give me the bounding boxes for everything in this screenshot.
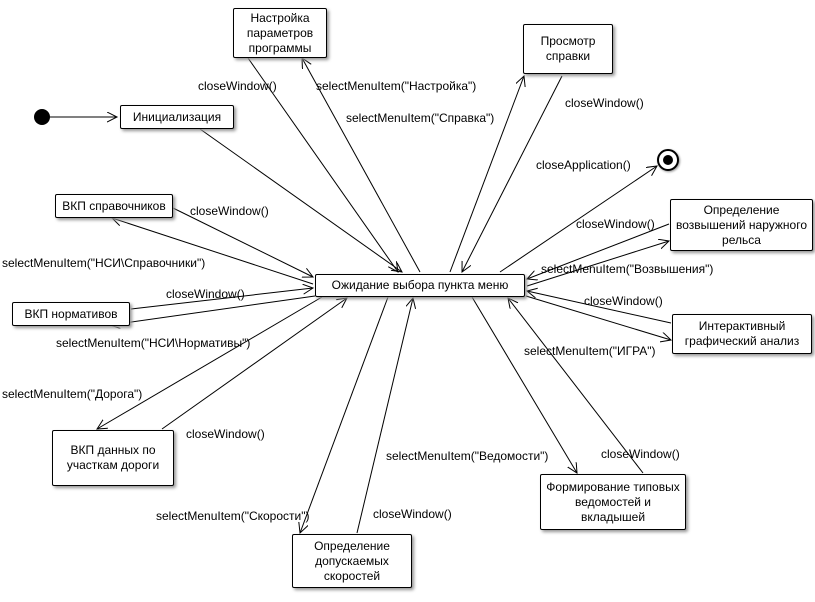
transition-label-close-spravochniki: closeWindow() <box>190 204 269 218</box>
initial-state-icon <box>34 109 50 125</box>
transition-label-select-settings: selectMenuItem("Настройка") <box>316 79 477 93</box>
transition-label-close-elevation: closeWindow() <box>576 217 655 231</box>
edge-select-settings <box>302 58 421 273</box>
edge-select-doroga <box>97 296 323 429</box>
transition-label-close-road-data: closeWindow() <box>186 427 265 441</box>
state-vkp-road-data: ВКП данных по участкам дороги <box>52 430 174 486</box>
edge-close-interactive <box>527 291 672 324</box>
state-report-forming: Формирование типовых ведомостей и вклады… <box>540 474 686 530</box>
edge-select-vedomosti <box>471 296 577 473</box>
transition-label-select-elevation: selectMenuItem("Возвышения") <box>541 262 714 276</box>
transition-label-close-application: closeApplication() <box>536 158 631 172</box>
edge-close-spravochniki <box>172 207 313 277</box>
edge-select-help <box>449 76 524 273</box>
transition-label-select-doroga: selectMenuItem("Дорога") <box>2 387 143 401</box>
state-vkp-spravochnikov: ВКП справочников <box>55 194 173 218</box>
edge-close-skorosti <box>356 298 413 534</box>
state-initialization: Инициализация <box>120 105 234 129</box>
transition-label-close-interactive: closeWindow() <box>584 294 663 308</box>
state-settings: Настройка параметров программы <box>233 8 327 58</box>
state-interactive-analysis: Интерактивный графический анализ <box>672 314 812 354</box>
state-wait-menu: Ожидание выбора пункта меню <box>315 274 525 297</box>
final-state-icon <box>657 149 679 171</box>
transition-label-close-settings: closeWindow() <box>198 79 277 93</box>
transition-label-select-skorosti: selectMenuItem("Скорости") <box>156 509 310 523</box>
edge-close-settings <box>247 57 398 272</box>
transition-label-select-spravochniki: selectMenuItem("НСИ\Справочники") <box>2 256 206 270</box>
transition-label-select-normativy: selectMenuItem("НСИ\Нормативы") <box>56 336 251 350</box>
edge-close-elevation <box>527 223 670 279</box>
state-speed-determination: Определение допускаемых скоростей <box>292 534 412 588</box>
state-help: Просмотр справки <box>523 24 613 74</box>
edge-select-elevation <box>526 241 669 287</box>
transition-label-close-normativy: closeWindow() <box>166 287 245 301</box>
transition-label-close-vedomosti: closeWindow() <box>601 447 680 461</box>
state-vkp-normativov: ВКП нормативов <box>12 302 130 326</box>
edge-select-spravochniki <box>112 218 314 285</box>
edge-close-road-data <box>161 298 347 430</box>
edge-select-skorosti <box>300 296 389 533</box>
transition-label-close-help: closeWindow() <box>565 96 644 110</box>
edge-close-normativy <box>130 288 313 310</box>
edge-select-igra <box>525 295 671 340</box>
transition-label-select-vedomosti: selectMenuItem("Ведомости") <box>386 449 549 463</box>
transition-label-close-skorosti: closeWindow() <box>373 507 452 521</box>
edge-close-vedomosti <box>508 298 644 474</box>
state-rail-elevation: Определение возвышений наружного рельса <box>670 199 813 251</box>
transition-label-select-help: selectMenuItem("Справка") <box>346 111 495 125</box>
transition-label-select-igra: selectMenuItem("ИГРА") <box>524 344 656 358</box>
edge-close-application <box>499 166 657 273</box>
final-state-dot <box>663 155 673 165</box>
edge-close-help <box>462 75 563 272</box>
edge-initialization-to-wait <box>199 128 402 272</box>
edge-select-normativy <box>110 295 316 325</box>
